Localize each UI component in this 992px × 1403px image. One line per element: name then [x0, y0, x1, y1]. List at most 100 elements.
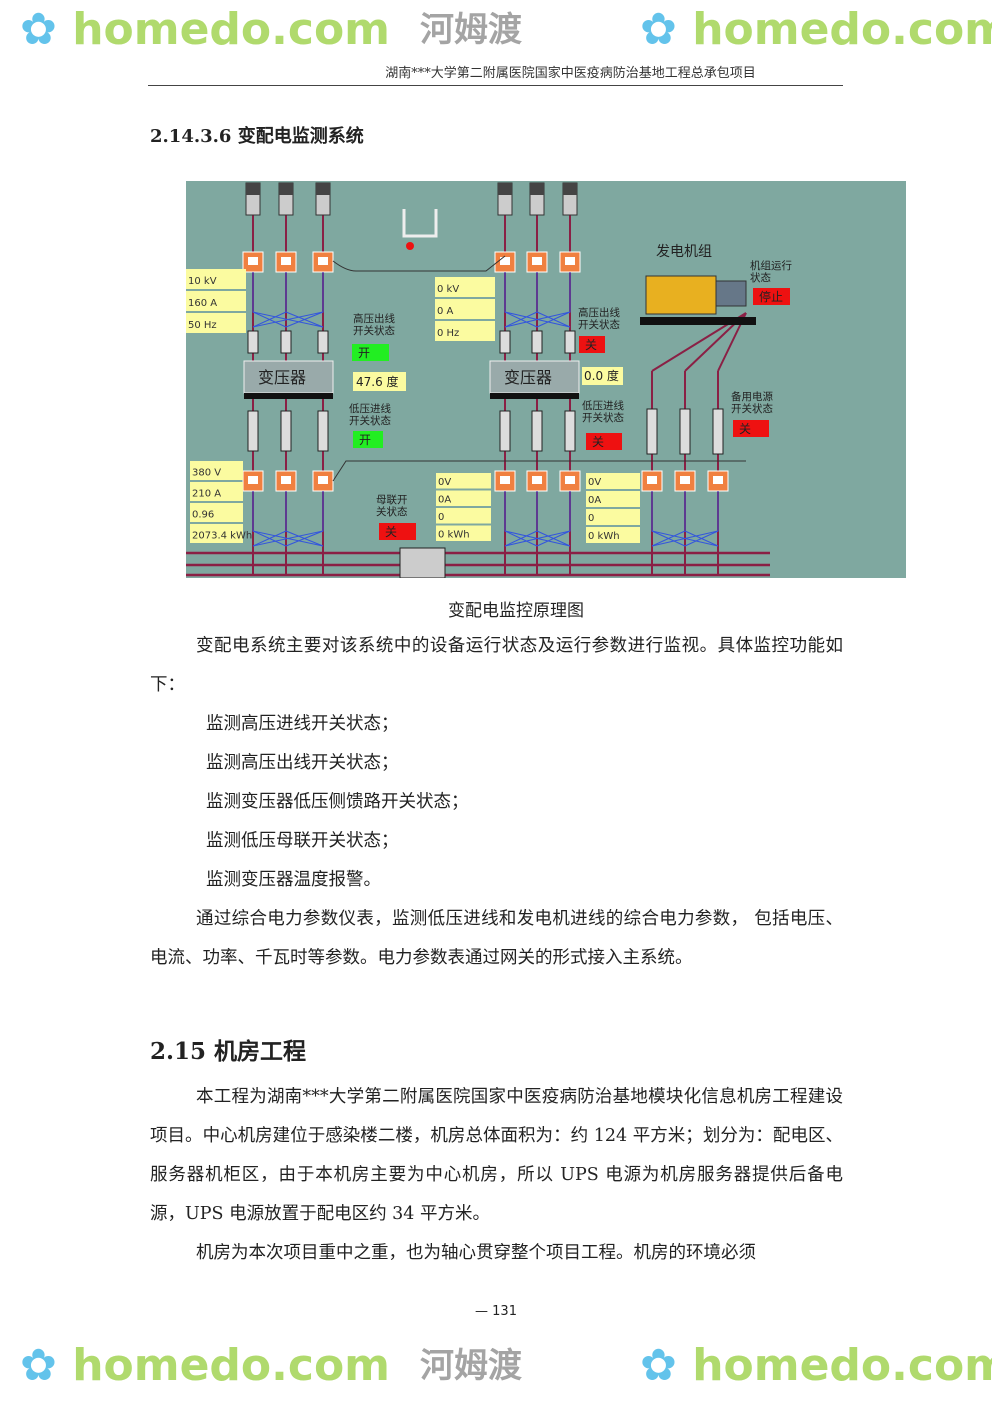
diagram-label: 开关状态 — [731, 402, 773, 415]
intro-paragraph: 变配电系统主要对该系统中的设备运行状态及运行参数进行监视。具体监控功能如下： — [150, 636, 843, 695]
left-hv-readout — [186, 291, 246, 311]
switch-state-badge — [753, 288, 790, 305]
switch-icon — [247, 410, 259, 452]
switch-icon — [531, 410, 543, 452]
diagram-label: 开关状态 — [349, 414, 391, 427]
server-icon — [498, 183, 512, 195]
switch-icon — [531, 330, 543, 354]
left-hv-readout-value: 50 Hz — [188, 320, 217, 331]
breaker-icon — [532, 257, 542, 265]
transformer — [243, 360, 334, 394]
switch-icon — [280, 330, 292, 354]
switch-state-text: 停止 — [759, 289, 783, 304]
wire — [684, 491, 719, 547]
left-hv-readout-value: 160 A — [188, 298, 217, 309]
switch-state-badge — [579, 336, 605, 353]
mid-hv-readout — [435, 321, 495, 341]
mid-lv-readout-value: 0 kWh — [438, 529, 470, 540]
generator-engine — [645, 275, 717, 315]
right-lv-readout-value: 0A — [588, 495, 601, 506]
mid-lv-readout-value: 0V — [438, 477, 451, 488]
temp-readout — [582, 367, 623, 385]
temp-readout — [353, 372, 406, 391]
page-number: — 131 — [475, 1304, 517, 1319]
switch-state-text: 关 — [585, 338, 597, 352]
breaker-icon — [281, 476, 291, 484]
right-lv-readout-value: 0 kWh — [588, 531, 620, 542]
breaker-icon — [318, 257, 328, 265]
left-hv-readout — [186, 313, 246, 333]
switch-icon — [247, 330, 259, 354]
section-heading-2-14-3-6: 2.14.3.6 变配电监测系统 — [150, 126, 364, 147]
switch-state-badge — [733, 420, 769, 437]
switch-icon — [317, 330, 329, 354]
wire — [536, 491, 571, 547]
diagram-label: 备用电源 — [731, 390, 773, 403]
left-lv-readout-value: 0.96 — [192, 509, 214, 520]
wire — [684, 491, 719, 547]
isolator-icon — [402, 209, 438, 238]
mid-lv-readout — [436, 508, 491, 524]
breaker-icon — [281, 257, 291, 265]
breaker-icon — [500, 476, 510, 484]
mid-hv-readout — [435, 299, 495, 319]
left-hv-readout — [186, 269, 246, 289]
mid-hv-readout-value: 0 Hz — [437, 328, 459, 339]
machine-room-paragraph: 本工程为湖南***大学第二附属医院国家中医疫病防治基地模块化信息机房工程建设项目… — [150, 1087, 843, 1224]
breaker-icon — [565, 476, 575, 484]
left-lv-readout-value: 380 V — [192, 467, 221, 478]
diagram-label: 状态 — [750, 271, 771, 284]
control-line — [332, 460, 746, 482]
power-monitoring-diagram: 变压器变压器10 kV160 A50 Hz0 kV0 A0 Hz380 V210… — [186, 181, 906, 578]
homedo-watermark: ✿ homedo.com — [20, 1340, 391, 1391]
breaker-icon — [532, 476, 542, 484]
mid-hv-readout — [435, 277, 495, 297]
body-section-1: 变配电系统主要对该系统中的设备运行状态及运行参数进行监视。具体监控功能如下： 监… — [150, 627, 843, 978]
switch-state-badge — [586, 433, 622, 450]
indicator-light — [406, 242, 414, 250]
diagram-label: 开关状态 — [582, 411, 624, 424]
diagram-label: 开关状态 — [578, 318, 620, 331]
server-icon — [246, 183, 260, 195]
wire — [252, 491, 324, 547]
switch-icon — [499, 410, 511, 452]
wire — [285, 272, 324, 328]
generator-platform — [640, 317, 756, 325]
mid-hv-readout-value: 0 A — [437, 306, 454, 317]
wire — [285, 272, 324, 328]
switch-icon — [712, 408, 724, 455]
diagram-label: 高压出线 — [353, 312, 395, 325]
switch-state-text: 关 — [592, 435, 604, 449]
switch-icon — [564, 410, 576, 452]
mid-hv-readout-value: 0 kV — [437, 284, 459, 295]
breaker-icon — [248, 476, 258, 484]
left-lv-readout-value: 210 A — [192, 488, 221, 499]
switch-icon — [317, 410, 329, 452]
tie-breaker-icon — [399, 547, 446, 578]
breaker-icon — [565, 257, 575, 265]
left-lv-readout — [190, 503, 243, 522]
transformer-label: 变压器 — [258, 368, 306, 387]
breaker-icon — [680, 476, 690, 484]
switch-icon — [646, 408, 658, 455]
switch-state-badge — [379, 523, 416, 540]
list-item: 监测变压器低压侧馈路开关状态； — [206, 792, 469, 812]
list-item: 监测变压器温度报警。 — [206, 870, 381, 890]
switch-icon — [564, 330, 576, 354]
left-temp: 47.6 度 — [356, 374, 399, 389]
breaker-icon — [248, 257, 258, 265]
list-item: 监测高压出线开关状态； — [206, 753, 399, 773]
diagram-label: 高压出线 — [578, 306, 620, 319]
wire — [536, 272, 571, 328]
homedo-watermark: ✿ homedo.com — [640, 4, 992, 55]
generator-label: 发电机组 — [656, 244, 712, 260]
mid-lv-readout-value: 0A — [438, 494, 451, 505]
switch-state-text: 关 — [385, 525, 397, 539]
breaker-icon — [647, 476, 657, 484]
hemudu-watermark: 河姆渡 — [420, 10, 522, 50]
machine-room-paragraph-2: 机房为本次项目重中之重，也为轴心贯穿整个项目工程。机房的环境必须 — [196, 1243, 756, 1263]
control-line — [332, 255, 506, 272]
list-item: 监测低压母联开关状态； — [206, 831, 399, 851]
right-lv-readout-value: 0V — [588, 477, 601, 488]
left-lv-readout — [190, 482, 243, 501]
